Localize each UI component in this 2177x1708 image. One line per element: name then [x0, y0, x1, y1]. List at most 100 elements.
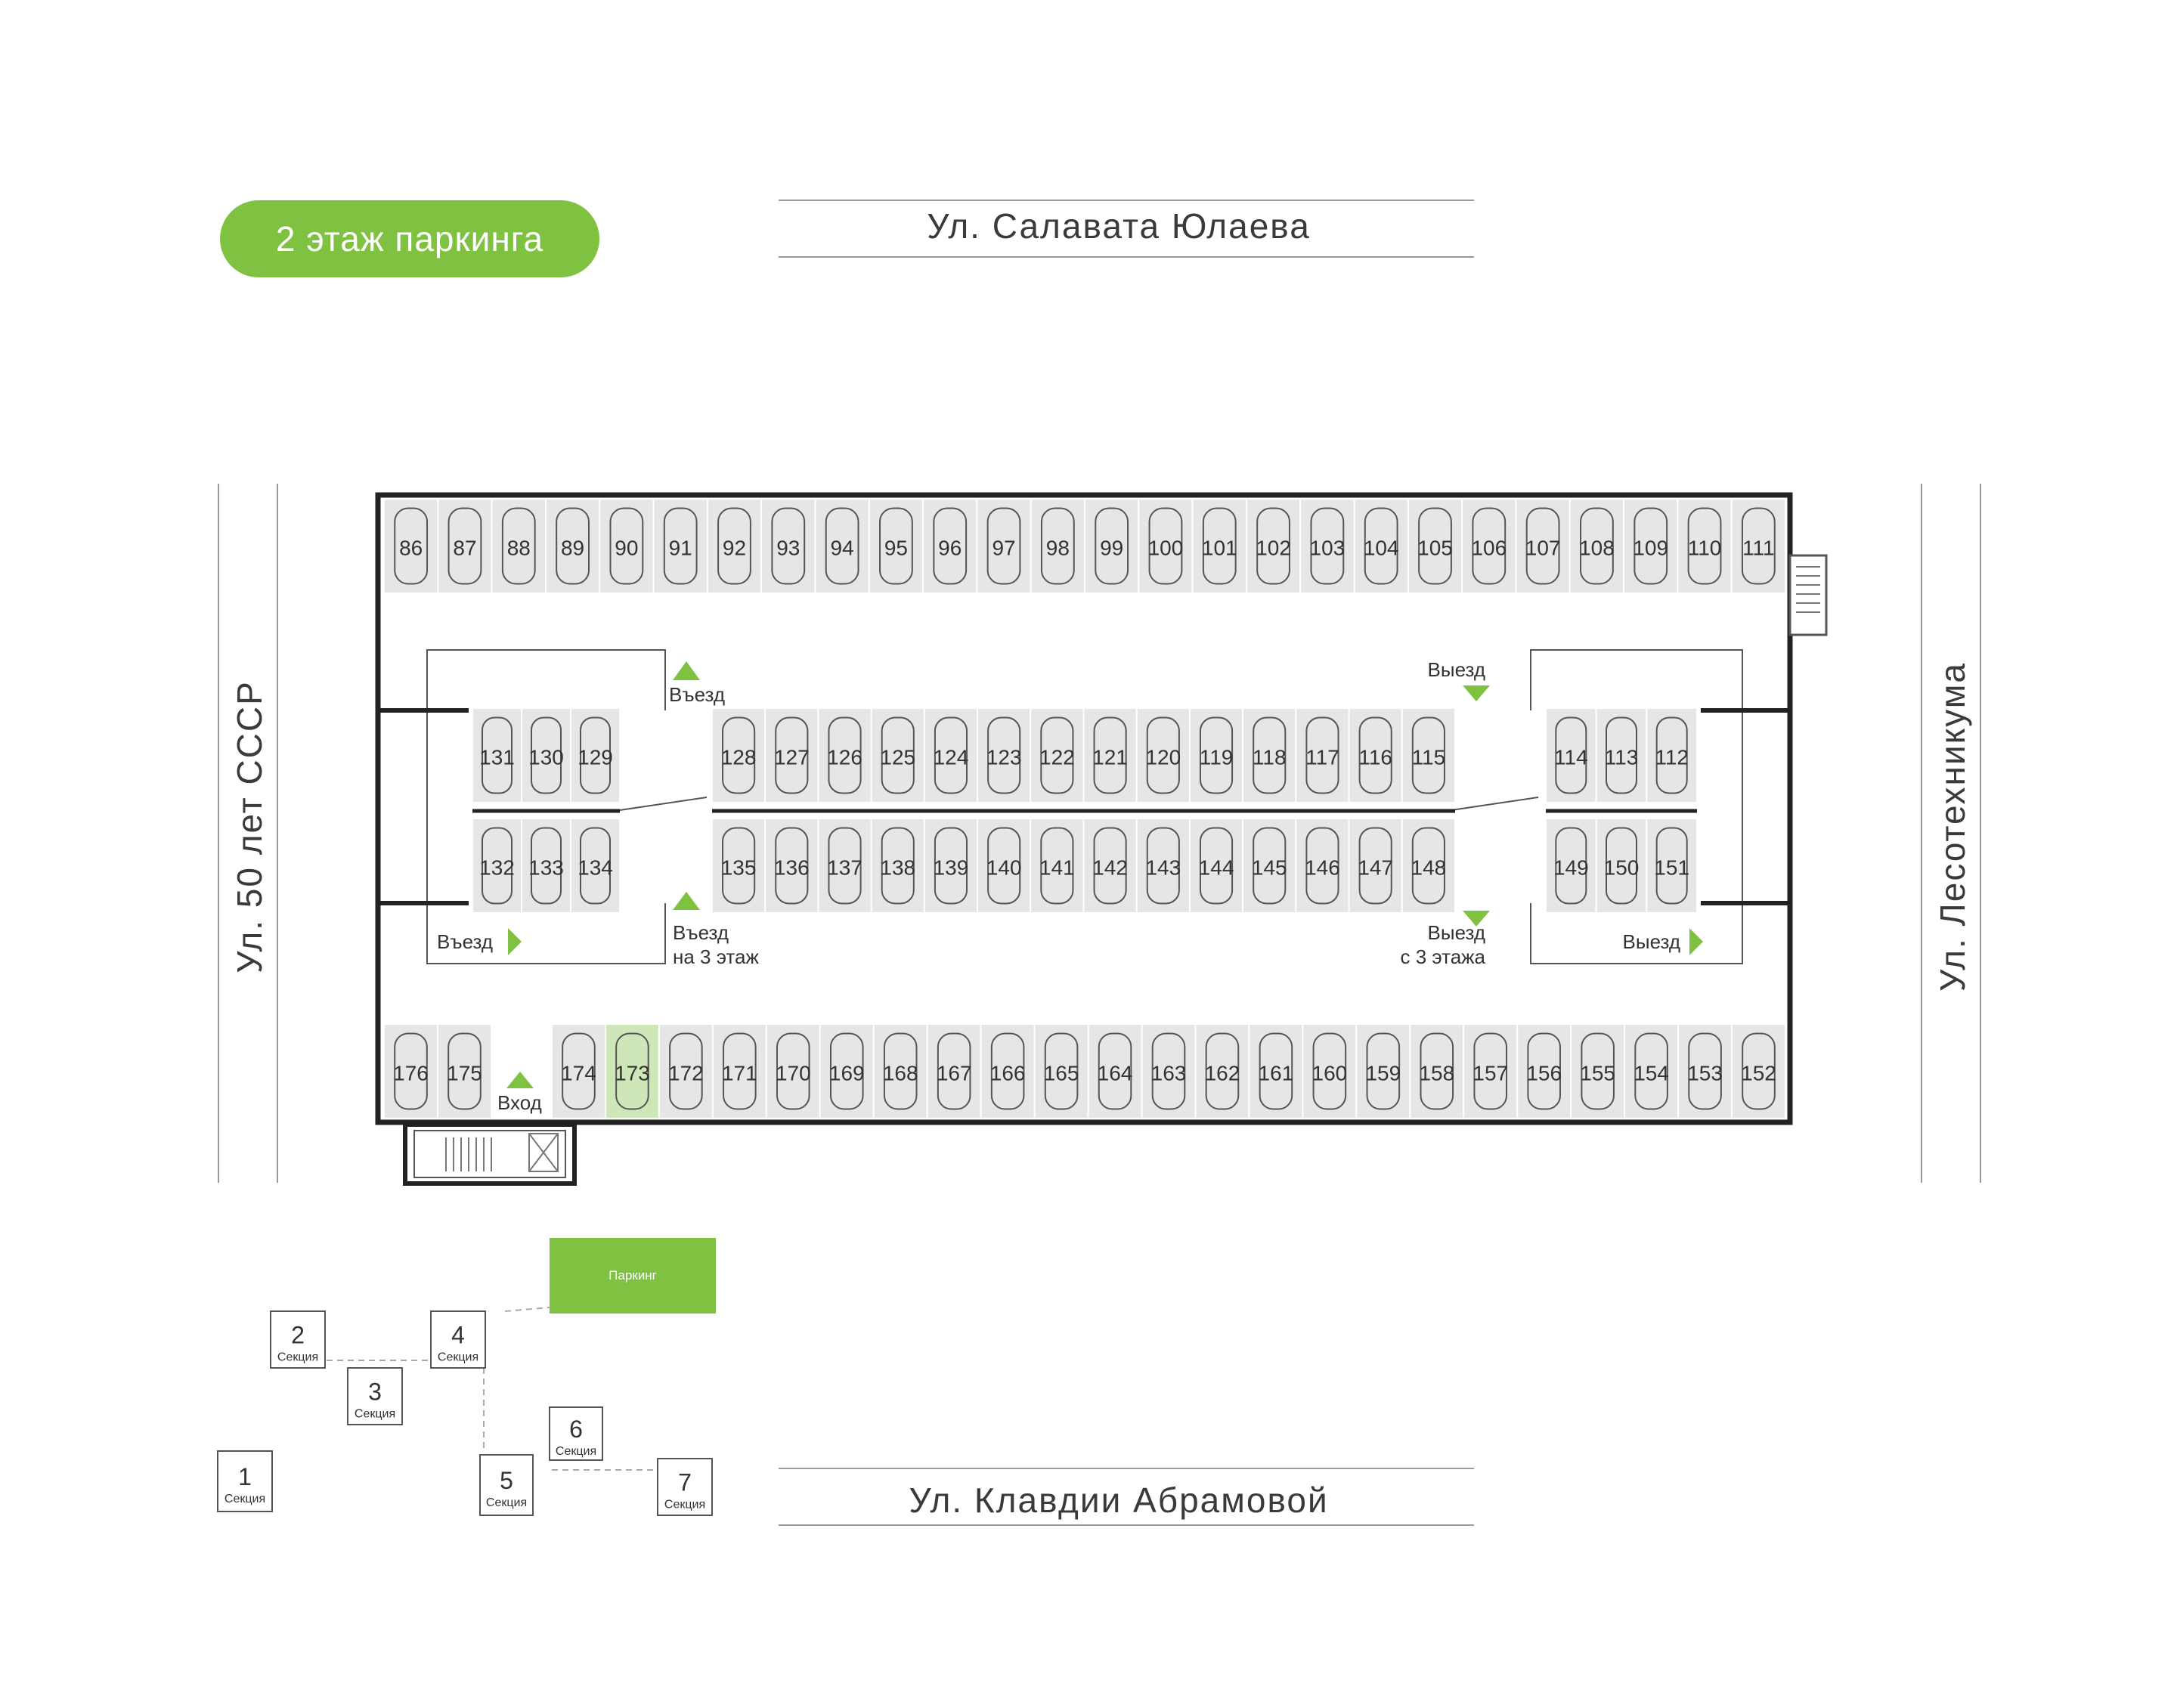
- parking-space-135[interactable]: 135: [711, 818, 766, 914]
- parking-space-111[interactable]: 111: [1730, 498, 1787, 594]
- parking-space-150[interactable]: 150: [1595, 818, 1648, 914]
- parking-space-147[interactable]: 147: [1348, 818, 1403, 914]
- parking-space-128[interactable]: 128: [711, 707, 766, 803]
- parking-space-131[interactable]: 131: [472, 707, 522, 803]
- parking-space-121[interactable]: 121: [1082, 707, 1138, 803]
- parking-space-123[interactable]: 123: [977, 707, 1032, 803]
- parking-space-117[interactable]: 117: [1295, 707, 1350, 803]
- parking-space-158[interactable]: 158: [1409, 1023, 1465, 1119]
- parking-space-102[interactable]: 102: [1245, 498, 1302, 594]
- parking-space-94[interactable]: 94: [814, 498, 870, 594]
- parking-space-88[interactable]: 88: [491, 498, 547, 594]
- parking-space-172[interactable]: 172: [658, 1023, 714, 1119]
- parking-space-166[interactable]: 166: [980, 1023, 1036, 1119]
- parking-space-110[interactable]: 110: [1677, 498, 1733, 594]
- parking-space-120[interactable]: 120: [1135, 707, 1191, 803]
- parking-space-171[interactable]: 171: [711, 1023, 767, 1119]
- parking-space-151[interactable]: 151: [1646, 818, 1698, 914]
- parking-space-168[interactable]: 168: [872, 1023, 928, 1119]
- parking-space-159[interactable]: 159: [1355, 1023, 1411, 1119]
- parking-space-86[interactable]: 86: [383, 498, 439, 594]
- parking-space-122[interactable]: 122: [1030, 707, 1085, 803]
- parking-space-99[interactable]: 99: [1084, 498, 1140, 594]
- parking-space-118[interactable]: 118: [1242, 707, 1297, 803]
- parking-space-89[interactable]: 89: [544, 498, 601, 594]
- parking-space-90[interactable]: 90: [599, 498, 655, 594]
- parking-space-130[interactable]: 130: [521, 707, 571, 803]
- parking-space-101[interactable]: 101: [1191, 498, 1247, 594]
- parking-space-93[interactable]: 93: [760, 498, 816, 594]
- parking-space-109[interactable]: 109: [1623, 498, 1679, 594]
- parking-space-125[interactable]: 125: [870, 707, 925, 803]
- parking-space-112[interactable]: 112: [1646, 707, 1698, 803]
- parking-space-138[interactable]: 138: [870, 818, 925, 914]
- parking-space-100[interactable]: 100: [1138, 498, 1194, 594]
- parking-space-145[interactable]: 145: [1242, 818, 1297, 914]
- parking-space-153[interactable]: 153: [1677, 1023, 1733, 1119]
- parking-space-142[interactable]: 142: [1082, 818, 1138, 914]
- parking-space-141[interactable]: 141: [1030, 818, 1085, 914]
- parking-space-91[interactable]: 91: [652, 498, 708, 594]
- parking-space-163[interactable]: 163: [1141, 1023, 1197, 1119]
- parking-space-114[interactable]: 114: [1545, 707, 1597, 803]
- parking-space-105[interactable]: 105: [1407, 498, 1463, 594]
- parking-space-169[interactable]: 169: [819, 1023, 875, 1119]
- parking-space-173[interactable]: 173: [604, 1023, 660, 1119]
- parking-space-148[interactable]: 148: [1401, 818, 1457, 914]
- site-parking-block[interactable]: [550, 1238, 716, 1313]
- parking-space-174[interactable]: 174: [551, 1023, 606, 1119]
- parking-space-170[interactable]: 170: [765, 1023, 821, 1119]
- parking-space-132[interactable]: 132: [472, 818, 522, 914]
- parking-space-144[interactable]: 144: [1188, 818, 1244, 914]
- parking-space-129[interactable]: 129: [570, 707, 621, 803]
- parking-space-149[interactable]: 149: [1545, 818, 1597, 914]
- parking-space-126[interactable]: 126: [817, 707, 872, 803]
- parking-space-152[interactable]: 152: [1731, 1023, 1786, 1119]
- parking-space-139[interactable]: 139: [923, 818, 979, 914]
- parking-space-134[interactable]: 134: [570, 818, 621, 914]
- parking-space-98[interactable]: 98: [1030, 498, 1085, 594]
- parking-space-143[interactable]: 143: [1135, 818, 1191, 914]
- parking-space-164[interactable]: 164: [1087, 1023, 1143, 1119]
- parking-space-119[interactable]: 119: [1188, 707, 1244, 803]
- parking-space-95[interactable]: 95: [868, 498, 924, 594]
- parking-space-136[interactable]: 136: [764, 818, 819, 914]
- parking-space-161[interactable]: 161: [1248, 1023, 1304, 1119]
- parking-space-156[interactable]: 156: [1516, 1023, 1572, 1119]
- parking-space-108[interactable]: 108: [1568, 498, 1625, 594]
- parking-space-176[interactable]: 176: [383, 1023, 438, 1119]
- parking-space-116[interactable]: 116: [1348, 707, 1403, 803]
- parking-space-103[interactable]: 103: [1299, 498, 1355, 594]
- parking-space-87[interactable]: 87: [437, 498, 493, 594]
- parking-space-140[interactable]: 140: [977, 818, 1032, 914]
- parking-space-97[interactable]: 97: [976, 498, 1032, 594]
- parking-space-160[interactable]: 160: [1302, 1023, 1358, 1119]
- parking-space-113[interactable]: 113: [1595, 707, 1648, 803]
- parking-space-137[interactable]: 137: [817, 818, 872, 914]
- parking-space-92[interactable]: 92: [706, 498, 763, 594]
- parking-space-157[interactable]: 157: [1463, 1023, 1519, 1119]
- parking-space-133[interactable]: 133: [521, 818, 571, 914]
- parking-space-175[interactable]: 175: [437, 1023, 492, 1119]
- floor-badge[interactable]: 2 этаж паркинга: [220, 200, 599, 277]
- parking-space-165[interactable]: 165: [1033, 1023, 1089, 1119]
- parking-space-167[interactable]: 167: [926, 1023, 982, 1119]
- parking-space-124[interactable]: 124: [923, 707, 979, 803]
- parking-space-155[interactable]: 155: [1570, 1023, 1626, 1119]
- parking-space-107[interactable]: 107: [1515, 498, 1571, 594]
- parking-space-104[interactable]: 104: [1353, 498, 1409, 594]
- parking-space-127[interactable]: 127: [764, 707, 819, 803]
- parking-space-115[interactable]: 115: [1401, 707, 1457, 803]
- parking-space-162[interactable]: 162: [1194, 1023, 1250, 1119]
- parking-space-96[interactable]: 96: [922, 498, 978, 594]
- parking-space-106[interactable]: 106: [1461, 498, 1517, 594]
- parking-space-154[interactable]: 154: [1624, 1023, 1680, 1119]
- parking-space-146[interactable]: 146: [1295, 818, 1350, 914]
